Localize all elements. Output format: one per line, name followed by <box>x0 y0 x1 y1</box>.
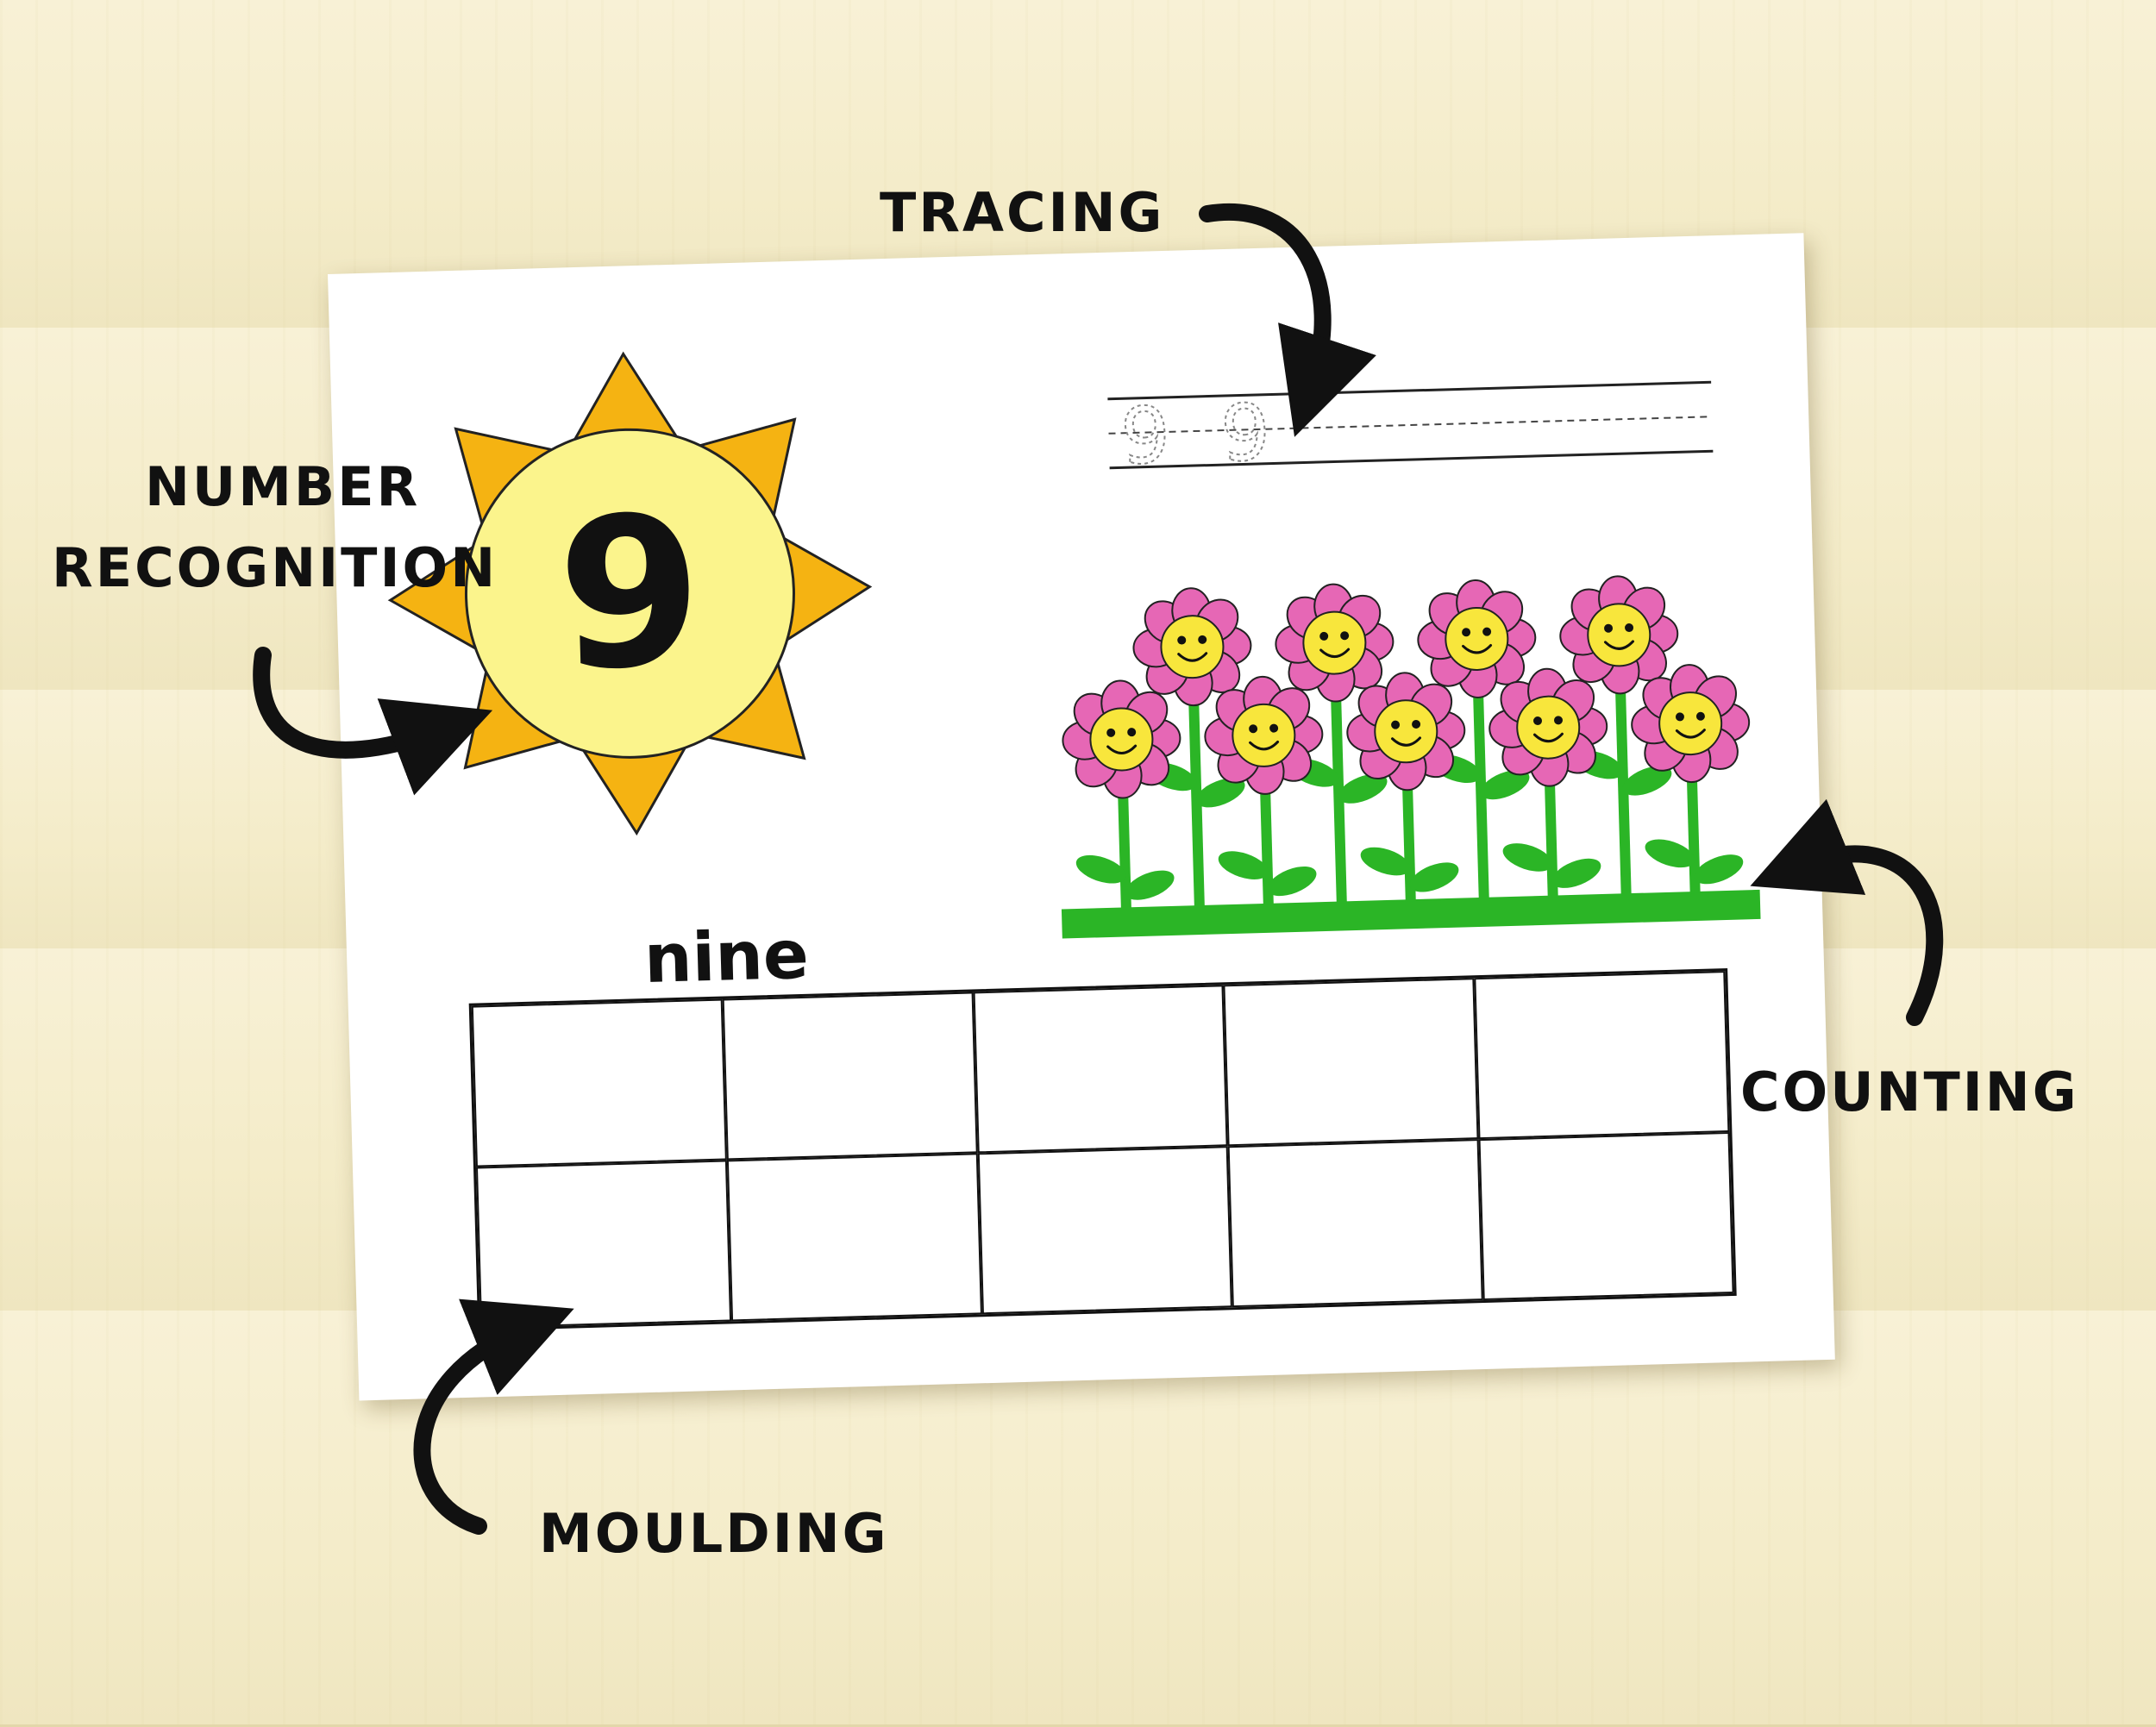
number-recognition-label-line2: RECOGNITION <box>52 536 498 599</box>
arrow-number-recognition-path <box>253 647 493 796</box>
flower-smile <box>1603 640 1634 650</box>
sun-illustration <box>387 351 873 836</box>
flower-smile <box>1391 736 1422 747</box>
flower-eye <box>1198 635 1207 644</box>
flower-garden <box>1061 575 1761 939</box>
flower-eye <box>1127 728 1137 737</box>
sun-center <box>464 428 795 759</box>
flower-face <box>1089 707 1154 772</box>
flower-smile <box>1177 652 1208 662</box>
counting-label: COUNTING <box>1740 1061 2079 1123</box>
flower-smile <box>1675 729 1706 739</box>
flower <box>1275 583 1395 904</box>
flower-stem <box>1614 635 1632 896</box>
flower-leaf <box>1218 851 1269 879</box>
flower-eye <box>1625 623 1634 633</box>
flower <box>1417 579 1537 900</box>
arrow-moulding-path <box>413 1298 574 1535</box>
flower-face <box>1587 603 1651 667</box>
flower-face <box>1232 703 1296 767</box>
flower-leaf <box>1551 858 1601 888</box>
flower-eye <box>1269 723 1279 733</box>
arrow-counting-path <box>1750 798 1944 1026</box>
flower-eye <box>1554 716 1564 725</box>
moulding-label: MOULDING <box>539 1502 889 1565</box>
flower-eye <box>1695 711 1705 721</box>
flower-eye <box>1604 623 1614 633</box>
flower <box>1132 587 1252 908</box>
flower <box>1062 679 1181 910</box>
flower-face <box>1658 691 1723 756</box>
flower-eye <box>1533 716 1543 726</box>
flower-leaf <box>1360 847 1411 876</box>
flower-eye <box>1319 631 1329 641</box>
flower-eye <box>1340 631 1350 641</box>
flower-eye <box>1675 712 1684 722</box>
flower-leaf <box>1480 770 1530 800</box>
flower-smile <box>1462 644 1493 654</box>
flower <box>1204 675 1324 905</box>
flower-smile <box>1532 732 1564 743</box>
number-recognition-label-line1: NUMBER <box>145 455 421 518</box>
flower <box>1631 664 1751 894</box>
flower-smile <box>1106 744 1138 754</box>
flower-leaf <box>1694 854 1744 885</box>
flower-stem <box>1471 638 1489 900</box>
flower-leaf <box>1338 773 1388 804</box>
flower-face <box>1445 606 1509 671</box>
flower-eye <box>1177 635 1187 645</box>
flower-leaf <box>1267 866 1317 897</box>
flower-face <box>1160 615 1225 679</box>
flower-face <box>1374 699 1438 764</box>
flower-leaf <box>1502 843 1553 872</box>
flower-smile <box>1249 740 1280 751</box>
flower-eye <box>1106 728 1116 737</box>
flower-eye <box>1391 720 1401 729</box>
flower-face <box>1516 695 1581 760</box>
flower-eye <box>1249 724 1258 734</box>
flower-stem <box>1329 642 1347 904</box>
flower-stem <box>1187 647 1205 908</box>
flower-leaf <box>1409 862 1459 892</box>
worksheet: 9 nine 9 9 <box>328 233 1835 1401</box>
flower-eye <box>1462 628 1471 637</box>
flower-eye <box>1412 719 1421 729</box>
trace-glyph: 9 <box>1119 391 1171 483</box>
flower-leaf <box>1075 854 1126 884</box>
arrow-tracing-path <box>1199 203 1376 437</box>
flower-leaf <box>1195 778 1245 808</box>
tracing-label: TRACING <box>880 181 1165 244</box>
flower-face <box>1302 610 1367 675</box>
flower-leaf <box>1622 766 1672 796</box>
tracing-lines: 9 9 <box>1107 380 1714 483</box>
grass-bar <box>1061 889 1761 939</box>
flower-leaf <box>1645 839 1695 868</box>
flower <box>1489 667 1608 898</box>
flower-leaf <box>1125 870 1175 900</box>
trace-glyph: 9 <box>1219 388 1271 480</box>
flower-smile <box>1319 648 1351 659</box>
flower-eye <box>1482 627 1492 636</box>
flower <box>1346 672 1466 902</box>
